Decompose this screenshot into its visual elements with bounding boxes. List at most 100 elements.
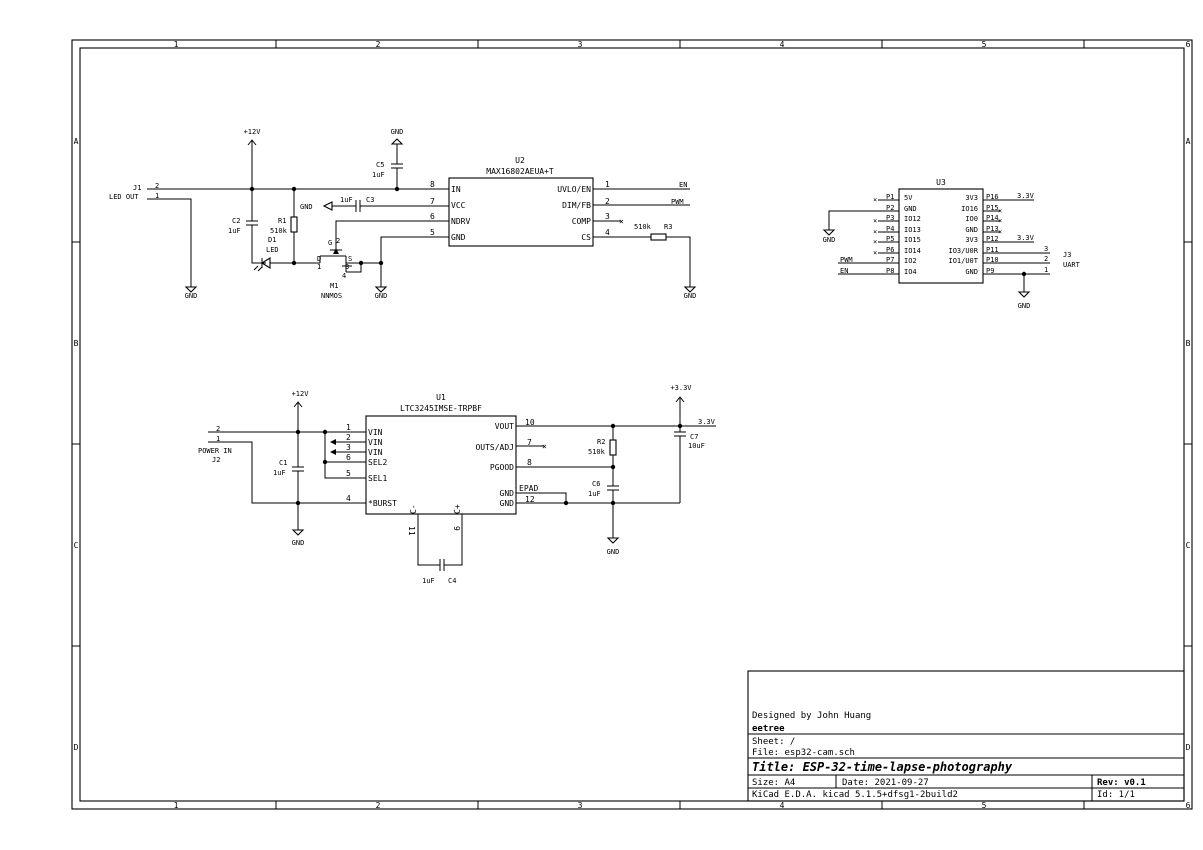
title-block: Designed by John Huang eetree Sheet: / F… — [747, 670, 1185, 802]
u3-pin-num: P6 — [886, 246, 894, 254]
j3-label: UART — [1063, 261, 1081, 269]
power-12v-symbol: +12V — [244, 128, 262, 189]
c7-ref: C7 — [690, 433, 698, 441]
frame-row-label: B — [1186, 339, 1191, 348]
frame-col-label: 6 — [1186, 801, 1191, 810]
no-connect-mark: × — [998, 228, 1002, 236]
c3-ref: C3 — [366, 196, 374, 204]
net-label-en: EN — [679, 181, 687, 189]
u2-pin-num: 1 — [605, 180, 610, 189]
c4-ref: C4 — [448, 577, 456, 585]
u1-epad-label: EPAD — [519, 484, 538, 493]
gnd-label: GND — [684, 292, 697, 300]
r1-ref: R1 — [278, 217, 286, 225]
r3-ref: R3 — [664, 223, 672, 231]
u2-pin-name: UVLO/EN — [557, 185, 591, 194]
u3-pin-name: IO12 — [904, 215, 921, 223]
d1-ref: D1 — [268, 236, 276, 244]
gnd-label: GND — [300, 203, 313, 211]
gnd-label: GND — [185, 292, 198, 300]
u2-pin-num: 4 — [605, 228, 610, 237]
u3-pin-num: P12 — [986, 235, 999, 243]
u3-body — [898, 188, 984, 284]
u3-pin-num: P13 — [986, 225, 999, 233]
frame-row-label: D — [1186, 743, 1191, 752]
u1-pin-name: GND — [500, 499, 515, 508]
j3-ref: J3 — [1063, 251, 1071, 259]
u3-pin-name: IO2 — [904, 257, 917, 265]
u2-pin-name: CS — [581, 233, 591, 242]
j1-pin-num: 1 — [155, 192, 159, 200]
frame-col-label: 4 — [780, 40, 785, 49]
frame-col-label: 5 — [982, 801, 987, 810]
u3-pin-name: IO13 — [904, 226, 921, 234]
j1-ref: J1 — [133, 184, 141, 192]
m1-pin-d: D — [317, 255, 321, 263]
c1-ref: C1 — [279, 459, 287, 467]
u3-pin-name: IO3/U0R — [948, 247, 978, 255]
u2-pin-num: 5 — [430, 228, 435, 237]
m1-ref: M1 — [330, 282, 338, 290]
u1-pin-num: 1 — [346, 423, 351, 432]
net-label-pwm: PWM — [840, 256, 853, 264]
frame-col-label: 3 — [578, 40, 583, 49]
frame-col-label: 3 — [578, 801, 583, 810]
u2-pin-name: DIM/FB — [562, 201, 591, 210]
esp32-cam-section: U3 5V GND IO12 IO13 IO15 IO14 IO2 IO4 P1… — [823, 178, 1081, 310]
power-12v-label: +12V — [244, 128, 262, 136]
j2-pin-num: 1 — [216, 435, 220, 443]
u3-pin-name: 3V3 — [965, 236, 978, 244]
c6-ref: C6 — [592, 480, 600, 488]
u3-pin-name: IO14 — [904, 247, 921, 255]
u2-pin-name: NDRV — [451, 217, 470, 226]
u2-pin-name: IN — [451, 185, 461, 194]
u1-pin-name: VIN — [368, 448, 383, 457]
gnd-symbol — [184, 286, 198, 293]
j2-ref: J2 — [212, 456, 220, 464]
m1-pin-num: 4 — [342, 272, 346, 280]
u3-pin-name: IO16 — [961, 205, 978, 213]
u3-pin-num: P9 — [986, 267, 994, 275]
u2-pin-name: VCC — [451, 201, 466, 210]
frame-col-label: 6 — [1186, 40, 1191, 49]
u1-pin-name: SEL2 — [368, 458, 387, 467]
u3-pin-num: P5 — [886, 235, 894, 243]
u3-pin-name: 3V3 — [965, 194, 978, 202]
file-text: File: esp32-cam.sch — [752, 748, 855, 758]
j1-label: LED OUT — [109, 193, 139, 201]
u1-pin-name: VOUT — [495, 422, 514, 431]
u3-pin-name: GND — [965, 268, 978, 276]
net-label-en: EN — [840, 267, 848, 275]
sheet-id: Id: 1/1 — [1097, 790, 1135, 800]
led-driver-section: +12V J1 LED OUT 2 1 GND C2 1uF R1 510k D — [109, 128, 696, 300]
gnd-label: GND — [607, 548, 620, 556]
m1-pin-num: 3 — [345, 263, 349, 271]
c5-ref: C5 — [376, 161, 384, 169]
u1-pin-num: 4 — [346, 494, 351, 503]
m1-pin-num: 2 — [336, 237, 340, 245]
u3-pin-name: GND — [965, 226, 978, 234]
gnd-label: GND — [391, 128, 404, 136]
u3-pin-name: GND — [904, 205, 917, 213]
u1-ref: U1 — [436, 393, 446, 402]
u2-pin-name: COMP — [572, 217, 591, 226]
no-connect-mark: × — [873, 249, 877, 257]
u1-pin-num: 10 — [525, 418, 535, 427]
net-label-pwm: PWM — [671, 198, 684, 206]
j3-pin-num: 1 — [1044, 266, 1048, 274]
u3-ref: U3 — [936, 178, 946, 187]
u3-pin-num: P16 — [986, 193, 999, 201]
d1-value: LED — [266, 246, 279, 254]
sheet-size: Size: A4 — [752, 778, 795, 788]
u1-pin-num: 6 — [346, 453, 351, 462]
gnd-label: GND — [823, 236, 836, 244]
u1-pin-name: PGOOD — [490, 463, 514, 472]
frame-col-label: 1 — [174, 801, 179, 810]
u1-pin-name: *BURST — [368, 499, 397, 508]
j1-pin-num: 2 — [155, 182, 159, 190]
frame-col-label: 2 — [376, 801, 381, 810]
designer-text: Designed by John Huang — [752, 711, 871, 721]
u1-value: LTC3245IMSE-TRPBF — [400, 404, 482, 413]
c2-ref: C2 — [232, 217, 240, 225]
u3-pin-name: IO1/U0T — [948, 257, 978, 265]
